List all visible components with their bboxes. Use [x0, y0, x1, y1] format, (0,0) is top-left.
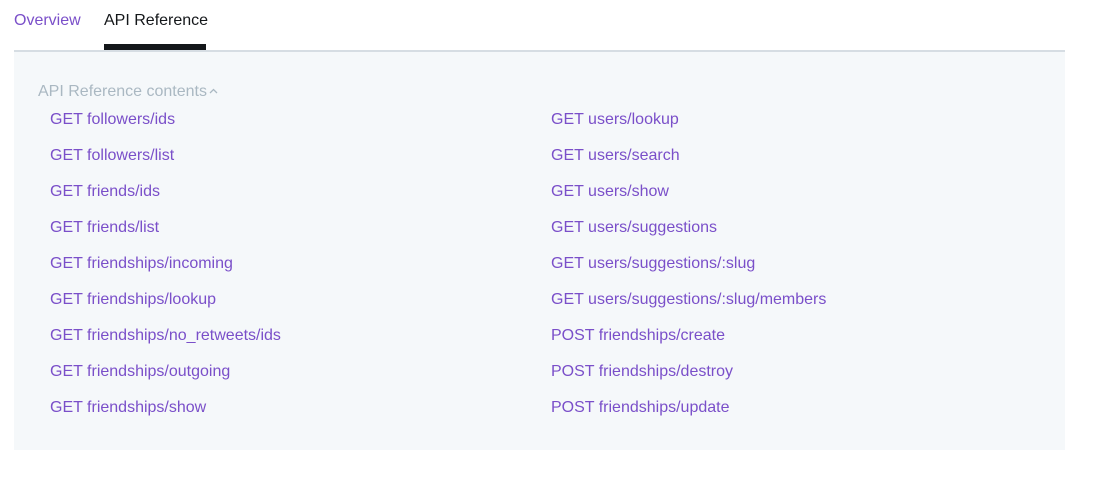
endpoint-link[interactable]: GET followers/ids — [50, 111, 176, 128]
endpoint-link[interactable]: GET users/show — [551, 183, 669, 200]
endpoint-link[interactable]: GET users/suggestions — [551, 219, 718, 236]
tab-api-reference[interactable]: API Reference — [104, 12, 209, 29]
list-item: GET users/suggestions/:slug — [551, 252, 826, 288]
list-item: POST friendships/update — [551, 396, 826, 432]
contents-toggle-label: API Reference contents — [38, 83, 207, 100]
list-item: GET followers/ids — [50, 108, 281, 144]
chevron-up-icon — [209, 81, 218, 99]
tab-overview[interactable]: Overview — [14, 12, 81, 29]
list-item: POST friendships/create — [551, 324, 826, 360]
list-item: GET friends/list — [50, 216, 281, 252]
list-item: GET users/show — [551, 180, 826, 216]
list-item: GET friendships/lookup — [50, 288, 281, 324]
list-item: GET followers/list — [50, 144, 281, 180]
endpoint-link[interactable]: GET users/suggestions/:slug/members — [551, 291, 827, 308]
list-item: GET friendships/show — [50, 396, 281, 432]
tab-bar: Overview API Reference — [14, 0, 1065, 52]
active-tab-indicator — [104, 44, 206, 50]
endpoint-link[interactable]: GET friends/list — [50, 219, 160, 236]
contents-toggle[interactable]: API Reference contents — [38, 81, 218, 101]
list-item: GET users/suggestions — [551, 216, 826, 252]
endpoint-link[interactable]: GET followers/list — [50, 147, 175, 164]
endpoint-link[interactable]: GET friendships/no_retweets/ids — [50, 327, 281, 344]
endpoint-list-left: GET followers/ids GET followers/list GET… — [50, 108, 281, 432]
endpoint-link[interactable]: POST friendships/update — [551, 399, 730, 416]
endpoint-link[interactable]: GET friendships/incoming — [50, 255, 233, 272]
list-item: GET friends/ids — [50, 180, 281, 216]
endpoint-link[interactable]: GET users/search — [551, 147, 680, 164]
api-reference-contents-panel: API Reference contents GET followers/ids… — [14, 52, 1065, 450]
endpoint-link[interactable]: GET friendships/show — [50, 399, 207, 416]
endpoint-link[interactable]: POST friendships/create — [551, 327, 726, 344]
endpoint-link[interactable]: GET users/lookup — [551, 111, 679, 128]
list-item: GET users/lookup — [551, 108, 826, 144]
list-item: POST friendships/destroy — [551, 360, 826, 396]
endpoint-link[interactable]: GET friends/ids — [50, 183, 160, 200]
endpoint-list-right: GET users/lookup GET users/search GET us… — [551, 108, 826, 432]
endpoint-link[interactable]: GET users/suggestions/:slug — [551, 255, 756, 272]
list-item: GET friendships/incoming — [50, 252, 281, 288]
list-item: GET friendships/no_retweets/ids — [50, 324, 281, 360]
endpoint-link[interactable]: GET friendships/lookup — [50, 291, 217, 308]
list-item: GET friendships/outgoing — [50, 360, 281, 396]
list-item: GET users/search — [551, 144, 826, 180]
list-item: GET users/suggestions/:slug/members — [551, 288, 826, 324]
endpoint-link[interactable]: POST friendships/destroy — [551, 363, 734, 380]
endpoint-link[interactable]: GET friendships/outgoing — [50, 363, 231, 380]
